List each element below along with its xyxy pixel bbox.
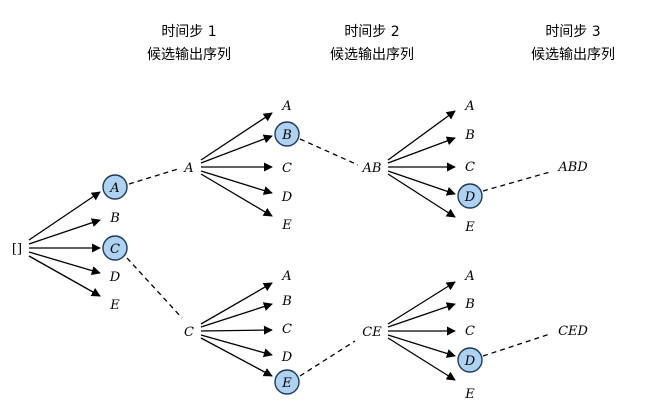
header-step-2-subtitle: 候选输出序列: [330, 47, 414, 63]
step2-lower-candidate-A: A: [281, 269, 291, 284]
header-step-3-subtitle: 候选输出序列: [531, 47, 615, 63]
dash-E-to-CE: [299, 340, 356, 377]
step1-candidate-C: C: [110, 242, 120, 257]
step3-upper-candidate-D: D: [464, 190, 476, 205]
branch-upper: A A B C D E AB A B C D E ABD: [183, 99, 588, 235]
edge-root-E: [28, 255, 101, 297]
edge-C-A: [200, 282, 273, 325]
edge-CE-B: [387, 302, 456, 328]
step3-lower-candidate-C: C: [465, 324, 475, 339]
header-step-3-title: 时间步 3: [545, 24, 600, 40]
edge-AB-B: [387, 136, 456, 164]
dash-A-to-prefix: [128, 168, 179, 185]
edge-AB-A: [387, 110, 456, 161]
step3-upper-candidate-E: E: [464, 220, 475, 235]
step3-upper-candidate-B: B: [464, 128, 475, 143]
step2-lower-candidate-E: E: [281, 376, 292, 391]
step3-upper-selected-D-circle: [457, 183, 483, 209]
result-CED: CED: [558, 324, 588, 339]
edge-C-E: [200, 337, 273, 377]
prefix-CE: CE: [362, 325, 382, 340]
step1-candidate-A: A: [109, 181, 119, 196]
step3-lower-candidate-B: B: [464, 297, 475, 312]
step1-candidate-E: E: [109, 298, 120, 313]
step1-selected-C-circle: [102, 235, 128, 261]
result-ABD: ABD: [557, 160, 588, 175]
prefix-AB: AB: [362, 161, 382, 176]
branch-lower: C A B C D E CE A B C D E CED: [184, 269, 588, 402]
edge-C-C: [200, 325, 273, 335]
edge-AB-E: [387, 173, 456, 218]
edge-A-A: [200, 112, 273, 161]
step3-upper-candidate-C: C: [465, 160, 475, 175]
root-node: []: [12, 242, 22, 257]
edge-C-D: [200, 334, 273, 358]
step2-lower-selected-E-circle: [274, 369, 300, 395]
step2-upper-candidate-E: E: [281, 218, 292, 233]
header-step-2-title: 时间步 2: [344, 24, 399, 40]
edge-A-D: [200, 170, 273, 195]
edge-AB-D: [387, 170, 456, 196]
edge-CE-D: [387, 334, 456, 358]
edge-root-A: [28, 191, 101, 241]
header-step-2: 时间步 2 候选输出序列: [330, 24, 414, 63]
edge-root-B: [28, 218, 101, 245]
edge-root-D: [28, 251, 101, 276]
edge-A-B: [200, 134, 273, 164]
step1-candidate-B: B: [109, 211, 120, 226]
prefix-A: A: [183, 161, 193, 176]
edge-CE-A: [387, 281, 456, 325]
edge-A-E: [200, 173, 273, 217]
step1-candidate-D: D: [109, 270, 121, 285]
header-step-1-title: 时间步 1: [161, 24, 216, 40]
prefix-C: C: [184, 325, 194, 340]
step3-lower-candidate-E: E: [464, 387, 475, 402]
dash-D-to-CED: [482, 333, 551, 357]
dash-B-to-AB: [299, 138, 359, 166]
header-step-1: 时间步 1 候选输出序列: [147, 24, 231, 63]
header-step-3: 时间步 3 候选输出序列: [531, 24, 615, 63]
header-step-1-subtitle: 候选输出序列: [147, 47, 231, 63]
step3-upper-candidate-A: A: [464, 99, 474, 114]
step3-lower-candidate-A: A: [464, 269, 474, 284]
dash-C-to-prefix: [126, 257, 183, 319]
step2-upper-candidate-B: B: [281, 128, 292, 143]
dash-D-to-ABD: [482, 171, 551, 192]
step2-upper-candidate-D: D: [281, 190, 293, 205]
step2-lower-candidate-D: D: [281, 350, 293, 365]
edge-CE-E: [387, 337, 456, 381]
step1-fan: A B C D E: [28, 174, 128, 313]
step2-upper-candidate-A: A: [281, 99, 291, 114]
step3-lower-candidate-D: D: [464, 354, 476, 369]
step2-upper-candidate-C: C: [282, 161, 292, 176]
step2-upper-selected-B-circle: [274, 121, 300, 147]
step3-lower-selected-D-circle: [457, 347, 483, 373]
edge-C-B: [200, 302, 273, 328]
step2-lower-candidate-C: C: [282, 322, 292, 337]
step2-lower-candidate-B: B: [281, 294, 292, 309]
step1-selected-A-circle: [102, 174, 128, 200]
